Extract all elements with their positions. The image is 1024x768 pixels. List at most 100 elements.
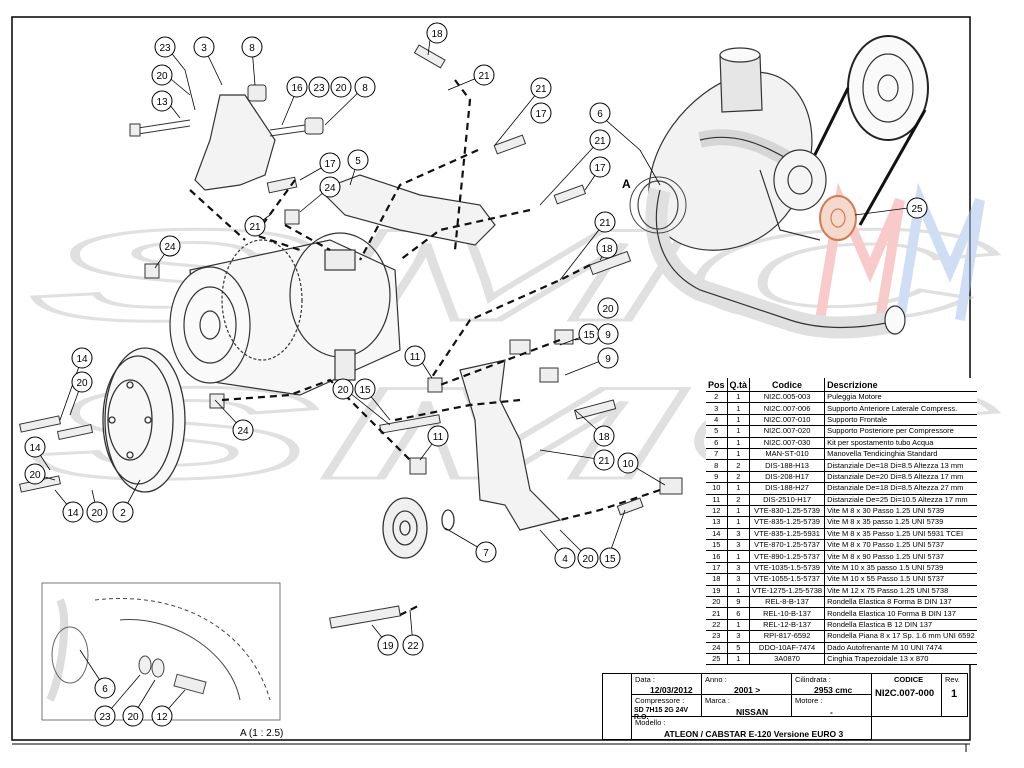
callout-20-d2: 20 [332, 378, 354, 400]
part-position: 14 [706, 528, 728, 541]
part-position: 16 [706, 550, 728, 563]
part-quantity: 3 [727, 573, 751, 586]
svg-text:20: 20 [335, 83, 347, 94]
part-position: 5 [706, 425, 728, 438]
part-code: NI2C.007-006 [749, 402, 826, 415]
callout-21-c: 21 [589, 129, 611, 151]
part-quantity: 1 [727, 619, 751, 632]
svg-text:6: 6 [102, 684, 108, 695]
part-quantity: 1 [727, 653, 751, 666]
date-value: 12/03/2012 [650, 685, 693, 695]
svg-text:3: 3 [201, 43, 207, 54]
svg-text:5: 5 [355, 156, 361, 167]
svg-text:17: 17 [535, 109, 547, 120]
part-description: Cinghia Trapezoidale 13 x 870 [824, 653, 977, 666]
svg-text:4: 4 [562, 554, 568, 565]
part-description: Distanziale De=20 Di=8.5 Altezza 17 mm [824, 471, 977, 484]
model-label: Modello : [635, 718, 666, 727]
part-quantity: 1 [727, 585, 751, 598]
svg-text:18: 18 [431, 29, 443, 40]
svg-text:20: 20 [582, 554, 594, 565]
svg-text:6: 6 [597, 109, 603, 120]
svg-text:21: 21 [249, 222, 261, 233]
callout-13: 13 [151, 90, 173, 112]
svg-text:8: 8 [249, 43, 255, 54]
brand-label: Marca : [705, 696, 731, 705]
part-code: REL-12-B-137 [749, 619, 826, 632]
part-position: 12 [706, 505, 728, 518]
part-code: RPI-817-6592 [749, 630, 826, 643]
part-quantity: 1 [727, 391, 751, 404]
part-quantity: 2 [727, 459, 751, 472]
part-code: 3A0870 [749, 653, 826, 666]
callout-9-a: 9 [597, 323, 619, 345]
svg-text:21: 21 [478, 71, 490, 82]
callout-6-detail: 6 [94, 677, 116, 699]
part-code: DIS-2510-H17 [749, 494, 826, 506]
code-label: CODICE [894, 675, 924, 684]
callout-15-c: 15 [599, 547, 621, 569]
svg-text:17: 17 [324, 159, 336, 170]
callout-20-e: 20 [24, 463, 46, 485]
part-position: 20 [706, 596, 728, 609]
part-code: DDO-10AF-7474 [749, 642, 826, 655]
svg-text:24: 24 [324, 183, 336, 194]
svg-text:18: 18 [598, 432, 610, 443]
displacement-label: Cilindrata : [795, 675, 831, 684]
svg-text:9: 9 [605, 330, 611, 341]
part-code: REL-10-B-137 [749, 607, 826, 620]
part-description: Puleggia Motore [824, 391, 977, 404]
header-qty: Q.tà [727, 378, 751, 392]
part-quantity: 3 [727, 562, 751, 575]
part-description: Manovella Tendicinghia Standard [824, 448, 977, 461]
part-description: Vite M 10 x 55 Passo 1.5 UNI 5737 [824, 573, 977, 586]
callout-21-b: 21 [530, 77, 552, 99]
part-code: NI2C.007-020 [749, 425, 826, 438]
svg-text:11: 11 [410, 352, 421, 363]
part-quantity: 3 [727, 630, 751, 643]
header-pos: Pos [706, 378, 728, 392]
part-code: NI2C.007-010 [749, 414, 826, 427]
callout-18-c: 18 [593, 425, 615, 447]
svg-text:20: 20 [156, 71, 168, 82]
part-code: VTE-835-1.25-5739 [749, 516, 826, 529]
part-position: 3 [706, 402, 728, 415]
model-cell: Modello : ATLEON / CABSTAR E-120 Version… [632, 717, 872, 740]
svg-text:13: 13 [156, 97, 168, 108]
part-code: NI2C.007-030 [749, 437, 826, 449]
callout-10: 10 [617, 452, 639, 474]
displacement-cell: Cilindrata : 2953 cmc [792, 673, 872, 695]
part-description: Vite M 12 x 75 Passo 1.25 UNI 5738 [824, 585, 977, 598]
svg-text:18: 18 [601, 244, 613, 255]
callout-24-c: 24 [232, 419, 254, 441]
part-description: Vite M 8 x 70 Passo 1.25 UNI 5737 [824, 539, 977, 552]
part-quantity: 1 [727, 550, 751, 563]
part-quantity: 1 [727, 482, 751, 495]
svg-text:23: 23 [99, 712, 111, 723]
svg-text:25: 25 [911, 204, 923, 215]
callout-20-a: 20 [151, 64, 173, 86]
callout-18-b: 18 [596, 237, 618, 259]
header-code: Codice [749, 378, 826, 392]
callout-25: 25 [906, 197, 928, 219]
part-position: 6 [706, 437, 728, 449]
callout-19: 19 [377, 634, 399, 656]
callout-14-c: 14 [62, 501, 84, 523]
part-description: Supporto Frontale [824, 414, 977, 427]
part-quantity: 2 [727, 494, 751, 506]
part-quantity: 1 [727, 414, 751, 427]
part-code: NI2C.005-003 [749, 391, 826, 404]
bracket-3 [194, 94, 276, 191]
callout-22: 22 [402, 634, 424, 656]
callout-21-d: 21 [244, 215, 266, 237]
